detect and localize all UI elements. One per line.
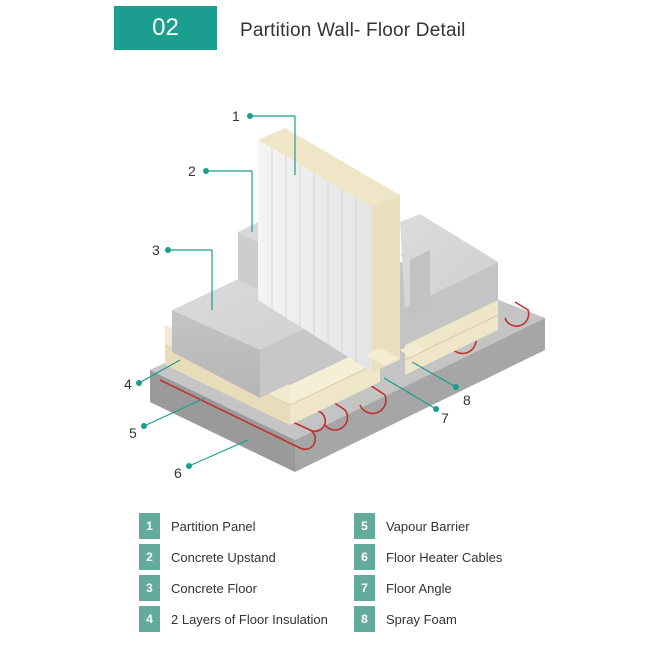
legend-item: 3 Concrete Floor [139,575,257,601]
legend-item: 7 Floor Angle [354,575,452,601]
legend-item: 2 Concrete Upstand [139,544,276,570]
legend-item: 1 Partition Panel [139,513,256,539]
legend-number: 6 [354,544,375,570]
legend-item: 5 Vapour Barrier [354,513,470,539]
callout-number: 3 [152,242,160,258]
legend-label: Concrete Upstand [171,549,276,565]
callout-number: 6 [174,465,182,481]
legend-label: Concrete Floor [171,580,257,596]
floor-angle [365,343,425,366]
callout-6: 6 [174,439,249,481]
legend-label: Partition Panel [171,518,256,534]
callout-number: 8 [463,392,471,408]
legend-number: 1 [139,513,160,539]
callout-4: 4 [124,359,181,392]
legend-item: 6 Floor Heater Cables [354,544,502,570]
legend-number: 5 [354,513,375,539]
legend-label: Floor Angle [386,580,452,596]
legend-number: 4 [139,606,160,632]
callout-number: 1 [232,108,240,124]
legend-number: 3 [139,575,160,601]
callout-8: 8 [411,361,471,408]
callout-number: 2 [188,163,196,179]
callout-5: 5 [129,397,206,441]
legend-item: 4 2 Layers of Floor Insulation [139,606,328,632]
legend-label: Spray Foam [386,611,457,627]
legend-number: 7 [354,575,375,601]
section-number-badge: 02 [114,6,217,50]
legend-label: Floor Heater Cables [386,549,503,565]
legend-item: 8 Spray Foam [354,606,457,632]
callout-7: 7 [383,377,449,426]
callout-3: 3 [152,242,213,310]
page-title: Partition Wall- Floor Detail [240,20,466,41]
callout-2: 2 [188,163,253,232]
callout-number: 7 [441,410,449,426]
legend-label: 2 Layers of Floor Insulation [171,611,328,627]
callout-number: 5 [129,425,137,441]
callout-number: 4 [124,376,132,392]
callout-1: 1 [232,108,296,175]
floor-insulation-right [404,300,499,375]
legend-number: 2 [139,544,160,570]
legend-label: Vapour Barrier [386,518,470,534]
legend-number: 8 [354,606,375,632]
partition-panel [258,128,400,372]
concrete-upstand-right [400,245,430,315]
section-number: 02 [152,14,179,41]
